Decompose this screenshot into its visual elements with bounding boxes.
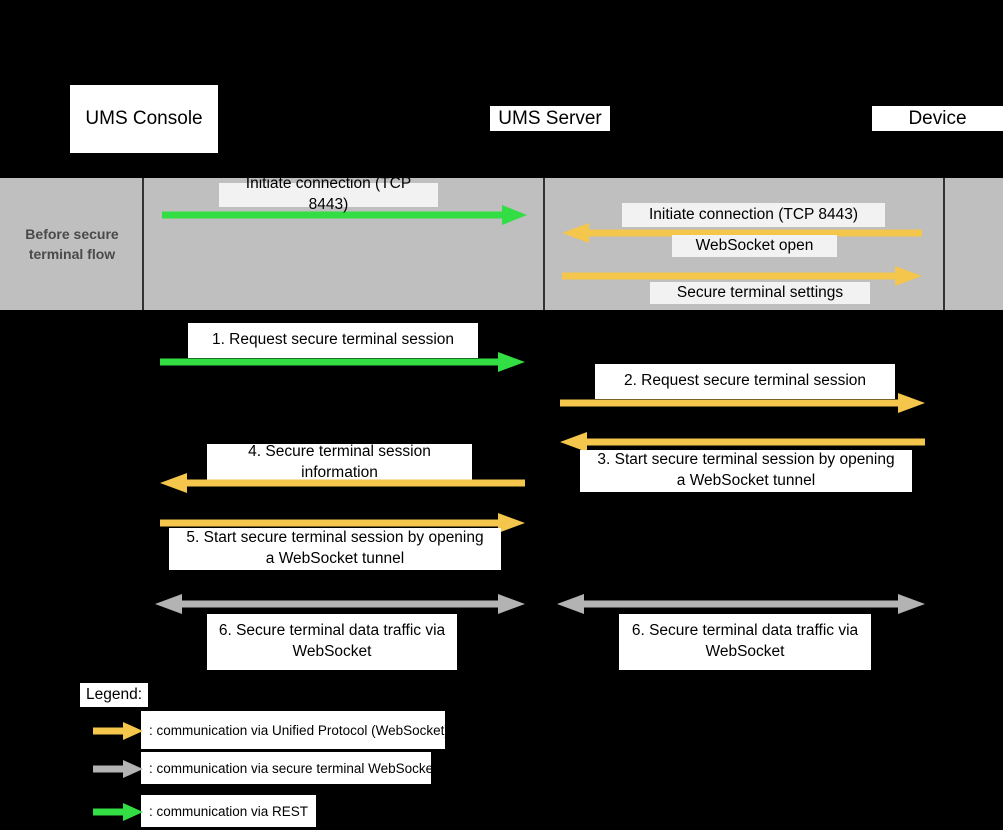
legend-arrow-secure-terminal-websocket-icon: [93, 760, 143, 778]
actor-box-device: Device: [872, 106, 1003, 131]
message-label-step-4: 4. Secure terminal session information: [207, 443, 472, 481]
actor-label-ums-console: UMS Console: [85, 108, 203, 130]
message-label-band-initiate-connection-device-server: Initiate connection (TCP 8443): [622, 203, 885, 227]
arrow-band-initiate-connection-device-server: [562, 223, 922, 243]
arrow-step-3: [560, 432, 925, 452]
arrow-step-1: [160, 352, 525, 372]
arrow-band-secure-terminal-settings: [562, 266, 922, 286]
legend-label-unified-protocol: : communication via Unified Protocol (We…: [141, 711, 449, 749]
message-label-step-1: 1. Request secure terminal session: [188, 323, 478, 358]
message-label-step-6-right: 6. Secure terminal data traffic via WebS…: [619, 614, 871, 670]
actor-label-device: Device: [908, 107, 967, 129]
arrow-step-6-right: [557, 594, 925, 614]
actor-label-ums-server: UMS Server: [498, 107, 602, 129]
band-divider-2: [543, 178, 545, 310]
actor-box-ums-console: UMS Console: [70, 85, 218, 153]
arrow-step-6-left: [155, 594, 525, 614]
message-label-step-6-left: 6. Secure terminal data traffic via WebS…: [207, 614, 457, 670]
message-label-step-2: 2. Request secure terminal session: [595, 364, 895, 399]
legend-label-rest: : communication via REST: [141, 795, 316, 827]
message-label-step-5: 5. Start secure terminal session by open…: [169, 528, 501, 570]
arrow-step-4: [160, 473, 525, 493]
message-label-band-websocket-open: WebSocket open: [672, 235, 837, 257]
legend-label-secure-terminal-websocket: : communication via secure terminal WebS…: [141, 752, 437, 784]
band-divider-3: [943, 178, 945, 310]
arrow-step-5: [160, 513, 525, 533]
message-label-band-initiate-connection-console-server: Initiate connection (TCP 8443): [219, 175, 438, 213]
actor-box-ums-server: UMS Server: [490, 106, 610, 131]
legend-arrow-unified-protocol-icon: [93, 722, 143, 740]
message-label-step-3: 3. Start secure terminal session by open…: [580, 450, 912, 492]
message-label-band-secure-terminal-settings: Secure terminal settings: [650, 282, 870, 304]
arrow-step-2: [560, 393, 925, 413]
legend-title: Legend:: [80, 683, 148, 707]
band-divider-1: [142, 178, 144, 310]
legend-arrow-rest-icon: [93, 803, 143, 821]
arrow-band-initiate-connection-console-server: [162, 205, 527, 225]
phase-band-label: Before secure terminal flow: [25, 225, 119, 262]
